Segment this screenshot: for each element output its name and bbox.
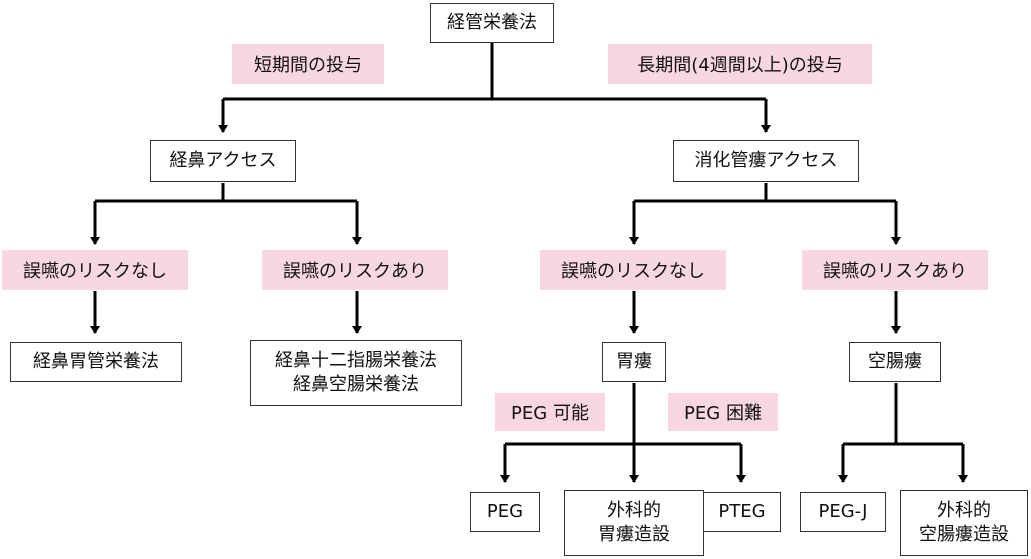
node-gi-access: 消化管瘻アクセス xyxy=(673,140,859,182)
label-peg-difficult: PEG 困難 xyxy=(668,393,778,431)
label-long-term: 長期間(4週間以上)の投与 xyxy=(608,44,872,84)
label-peg-possible: PEG 可能 xyxy=(495,393,605,431)
node-surgical-jejunostomy: 外科的 空腸瘻造設 xyxy=(900,490,1028,556)
node-nasal-duodenal-line2: 経鼻空腸栄養法 xyxy=(293,374,419,395)
node-nasal-access: 経鼻アクセス xyxy=(150,140,296,182)
label-gi-risk: 誤嚥のリスクあり xyxy=(802,250,988,290)
node-surgical-gastrostomy-line2: 胃瘻造設 xyxy=(598,524,670,545)
node-gastrostomy: 胃瘻 xyxy=(602,342,666,382)
label-nasal-risk: 誤嚥のリスクあり xyxy=(262,250,448,290)
node-nasal-gastric: 経鼻胃管栄養法 xyxy=(10,342,182,382)
node-peg-j: PEG-J xyxy=(800,492,886,532)
node-surgical-gastrostomy-line1: 外科的 xyxy=(607,500,661,521)
node-nasal-duodenal: 経鼻十二指腸栄養法 経鼻空腸栄養法 xyxy=(250,340,462,406)
node-surgical-gastrostomy: 外科的 胃瘻造設 xyxy=(564,490,704,556)
node-pteg: PTEG xyxy=(703,492,781,532)
node-surgical-jejunostomy-line1: 外科的 xyxy=(937,500,991,521)
label-nasal-no-risk: 誤嚥のリスクなし xyxy=(2,250,188,290)
label-short-term: 短期間の投与 xyxy=(232,44,384,84)
label-gi-no-risk: 誤嚥のリスクなし xyxy=(540,250,726,290)
node-nasal-duodenal-line1: 経鼻十二指腸栄養法 xyxy=(275,350,437,371)
node-surgical-jejunostomy-line2: 空腸瘻造設 xyxy=(919,524,1009,545)
node-root: 経管栄養法 xyxy=(430,3,554,43)
node-peg: PEG xyxy=(470,492,540,532)
node-jejunostomy: 空腸瘻 xyxy=(849,342,941,382)
